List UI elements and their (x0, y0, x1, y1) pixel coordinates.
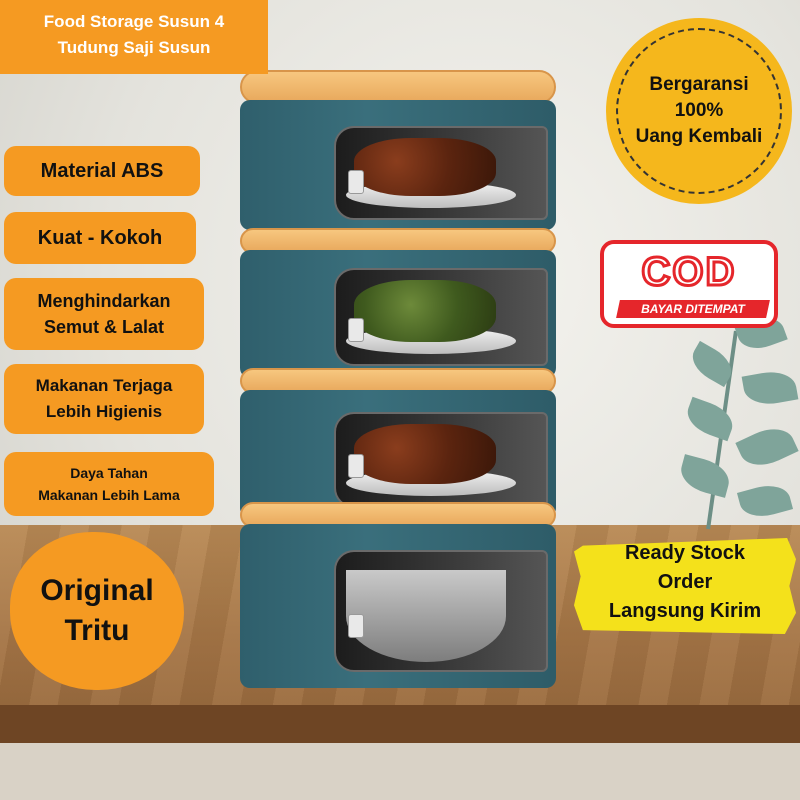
guarantee-line-1: Bergaransi (649, 74, 749, 95)
feature-text: Material ABS (40, 159, 164, 182)
tier-lid (240, 368, 556, 394)
tier-1 (240, 100, 556, 230)
feature-strength: Kuat - Kokoh (4, 212, 196, 264)
latch-icon (348, 318, 364, 342)
tier-window (334, 550, 548, 672)
feature-text: Menghindarkan (37, 291, 171, 311)
table-edge (0, 705, 800, 743)
stock-line-2: Order (657, 571, 713, 593)
title-banner: Food Storage Susun 4 Tudung Saji Susun (0, 0, 268, 74)
feature-text: Semut & Lalat (43, 317, 165, 337)
tier-window (334, 268, 548, 366)
feature-text: Daya Tahan (70, 465, 148, 481)
guarantee-badge: Bergaransi 100% Uang Kembali (606, 18, 792, 204)
guarantee-line-3: Uang Kembali (635, 126, 763, 147)
tier-4 (240, 524, 556, 688)
original-badge: Original Tritu (10, 532, 184, 690)
tier-window (334, 412, 548, 508)
cod-label: COD (640, 249, 737, 296)
cod-badge: COD BAYAR DITEMPAT (600, 240, 778, 328)
feature-text: Lebih Higienis (45, 402, 163, 421)
stacked-food-storage (236, 70, 564, 690)
latch-icon (348, 454, 364, 478)
feature-durability: Daya Tahan Makanan Lebih Lama (4, 452, 214, 516)
original-line-1: Original (40, 574, 154, 607)
ready-stock-badge: Ready Stock Order Langsung Kirim (574, 538, 796, 634)
tier-lid (240, 502, 556, 528)
feature-text: Makanan Terjaga (35, 376, 173, 395)
stock-line-3: Langsung Kirim (608, 600, 762, 622)
feature-pest: Menghindarkan Semut & Lalat (4, 278, 204, 350)
original-line-2: Tritu (64, 614, 130, 647)
tier-window (334, 126, 548, 220)
feature-hygiene: Makanan Terjaga Lebih Higienis (4, 364, 204, 434)
title-line-1: Food Storage Susun 4 (43, 12, 225, 31)
latch-icon (348, 170, 364, 194)
cod-sublabel: BAYAR DITEMPAT (641, 302, 745, 316)
floor (0, 743, 800, 800)
feature-text: Kuat - Kokoh (37, 226, 163, 249)
feature-material: Material ABS (4, 146, 200, 196)
tier-2 (240, 250, 556, 378)
title-line-2: Tudung Saji Susun (57, 38, 211, 57)
stock-line-1: Ready Stock (624, 542, 746, 564)
guarantee-line-2: 100% (674, 100, 724, 121)
feature-text: Makanan Lebih Lama (38, 487, 180, 503)
tier-3 (240, 390, 556, 518)
top-lid (240, 70, 556, 104)
latch-icon (348, 614, 364, 638)
